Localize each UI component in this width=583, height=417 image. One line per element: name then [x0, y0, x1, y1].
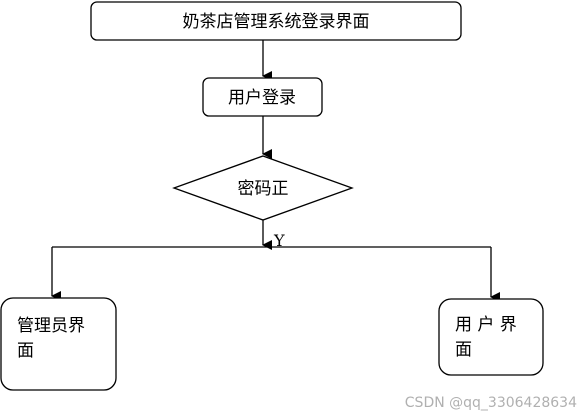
admin-interface-node: 管理员界 面 — [0, 297, 117, 391]
password-check-text: 密码正 — [238, 179, 289, 199]
csdn-watermark: CSDN @qq_3306428634 — [404, 395, 577, 411]
yes-branch-label: Y — [273, 231, 285, 250]
admin-interface-line1: 管理员界 — [17, 316, 85, 336]
user-interface-line1: 用 户 界 — [455, 315, 517, 335]
user-login-node: 用户登录 — [202, 77, 323, 117]
user-interface-line2: 面 — [455, 340, 472, 360]
password-check-decision: 密码正 — [172, 155, 354, 221]
user-login-text: 用户登录 — [228, 88, 296, 108]
system-title-node: 奶茶店管理系统登录界面 — [90, 1, 462, 41]
user-interface-node: 用 户 界 面 — [438, 298, 544, 376]
admin-interface-line2: 面 — [17, 341, 34, 361]
system-title-text: 奶茶店管理系统登录界面 — [183, 12, 370, 32]
